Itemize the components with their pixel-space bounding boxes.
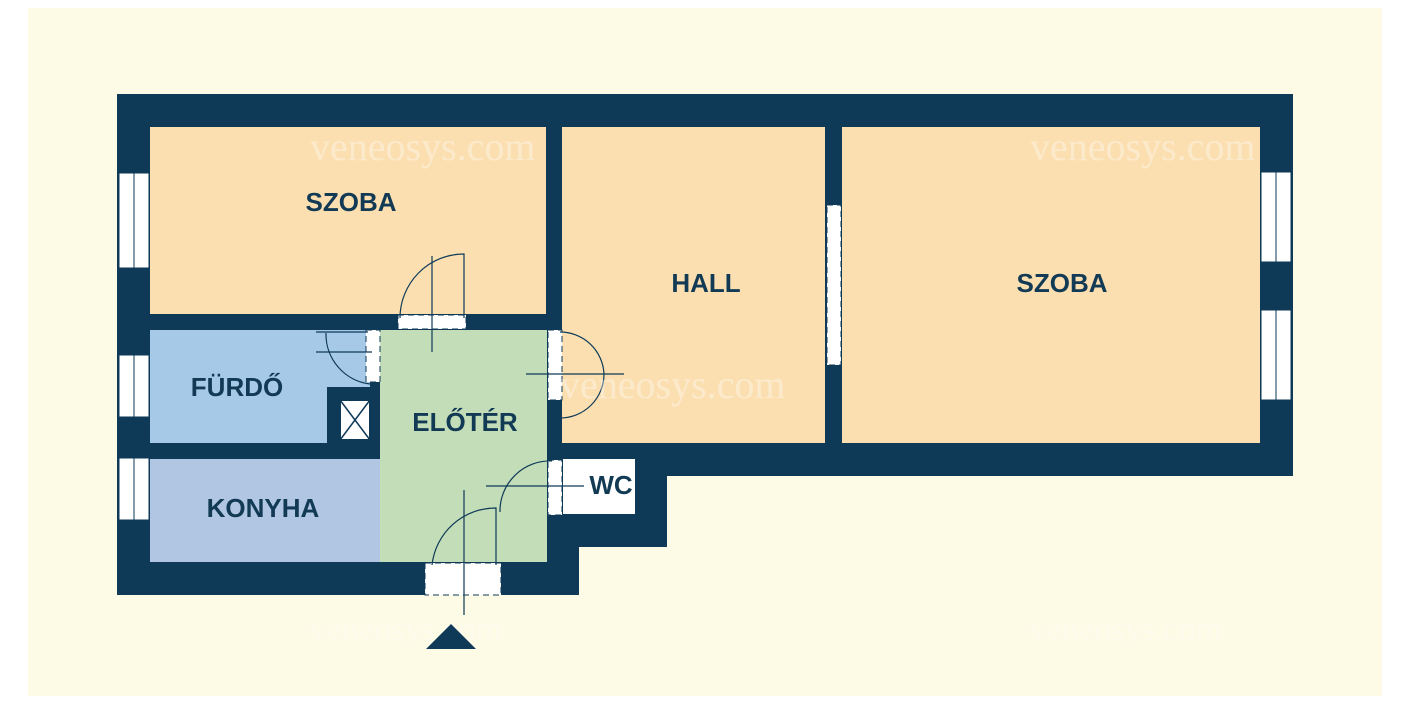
room-hall xyxy=(562,127,825,443)
room-konyha xyxy=(150,459,380,562)
entrance-arrow-icon xyxy=(426,624,476,649)
label-furdo: FÜRDŐ xyxy=(191,372,283,402)
room-szoba-right xyxy=(842,127,1260,443)
label-hall: HALL xyxy=(671,268,740,298)
label-szoba-right: SZOBA xyxy=(1017,268,1108,298)
windows xyxy=(118,171,1292,521)
room-szoba-left xyxy=(150,127,546,314)
label-wc: WC xyxy=(589,470,633,500)
watermark-bottom-right: veneosys.com xyxy=(1030,611,1222,648)
watermark-bottom-left: veneosys.com xyxy=(310,611,502,648)
watermark-center: veneosys.com xyxy=(560,362,786,407)
ventilation-shaft-icon xyxy=(339,399,371,441)
label-eloter: ELŐTÉR xyxy=(412,407,518,437)
watermark-top-right: veneosys.com xyxy=(1030,124,1256,169)
label-szoba-left: SZOBA xyxy=(306,187,397,217)
label-konyha: KONYHA xyxy=(207,493,320,523)
watermarks: veneosys.com veneosys.com veneosys.com v… xyxy=(310,124,1256,648)
door-swings xyxy=(316,253,624,615)
watermark-top-left: veneosys.com xyxy=(310,124,536,169)
